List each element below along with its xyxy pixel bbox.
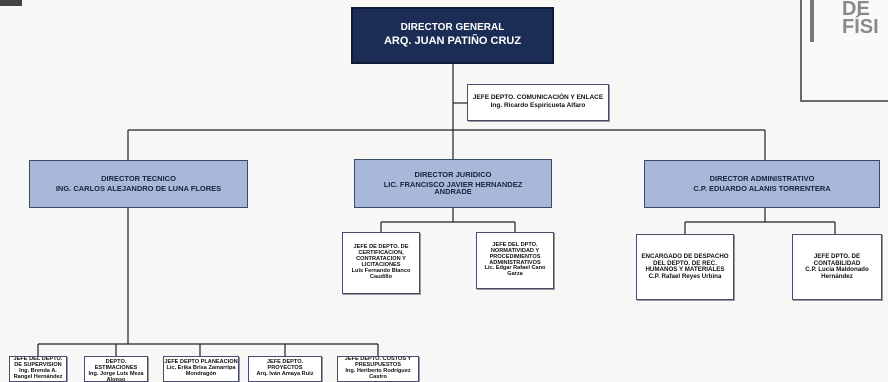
dept-proyectos-name: Arq. Iván Amaya Ruiz bbox=[256, 370, 314, 377]
dept-estimaciones-name: Ing. Jorge Luis Meza Alonso bbox=[88, 370, 144, 382]
director-administrativo-name: C.P. EDUARDO ALANIS TORRENTERA bbox=[693, 184, 831, 193]
dept-normatividad-box[interactable]: JEFE DEL DPTO. NORMATIVIDAD Y PROCEDIMIE… bbox=[476, 232, 554, 289]
dept-supervision-box[interactable]: JEFE DEL DEPTO. DE SUPERVISION Ing. Bren… bbox=[9, 356, 67, 382]
dept-estimaciones-box[interactable]: ENCARGADO DEL DEPTO. ESTIMACIONES Ing. J… bbox=[84, 356, 148, 382]
director-administrativo-box[interactable]: DIRECTOR ADMINISTRATIVO C.P. EDUARDO ALA… bbox=[644, 160, 880, 208]
director-administrativo-title: DIRECTOR ADMINISTRATIVO bbox=[709, 174, 815, 184]
dept-contabilidad-title: JEFE DPTO. DE CONTABILIDAD bbox=[813, 253, 861, 267]
dept-recursos-name: C.P. Rafael Reyes Urbina bbox=[648, 272, 722, 280]
director-tecnico-box[interactable]: DIRECTOR TECNICO ING. CARLOS ALEJANDRO D… bbox=[29, 160, 248, 208]
dept-supervision-name: Ing. Brenda A. Rangel Hernández bbox=[13, 368, 63, 380]
dept-contabilidad-box[interactable]: JEFE DPTO. DE CONTABILIDAD C.P. Lucia Ma… bbox=[792, 234, 882, 300]
director-tecnico-title: DIRECTOR TECNICO bbox=[101, 174, 176, 184]
dept-recursos-title: ENCARGADO DE DESPACHO DEL DEPTO. DE REC.… bbox=[641, 253, 729, 273]
director-juridico-name: LIC. FRANCISCO JAVIER HERNANDEZ ANDRADE bbox=[383, 179, 523, 197]
dept-normatividad-title: JEFE DEL DPTO. NORMATIVIDAD Y PROCEDIMIE… bbox=[489, 241, 541, 266]
dept-proyectos-box[interactable]: JEFE DEPTO. PROYECTOS Arq. Iván Amaya Ru… bbox=[248, 356, 322, 382]
dept-certificacion-name: Luis Fernando Blanco Caudillo bbox=[351, 267, 411, 280]
dept-costos-title: JEFE DEPTO. COSTOS Y PRESUPUESTOS bbox=[344, 356, 412, 369]
connector-lines bbox=[37, 64, 836, 356]
comms-name: Ing. Ricardo Espiricueta Alfaro bbox=[490, 102, 586, 109]
dept-estimaciones-title: ENCARGADO DEL DEPTO. ESTIMACIONES bbox=[91, 356, 141, 372]
dept-planeacion-title: JEFE DEPTO PLANEACION bbox=[164, 359, 238, 366]
dept-normatividad-name: Lic. Edgar Rafael Cano Garza bbox=[484, 265, 546, 278]
comms-box[interactable]: JEFE DEPTO. COMUNICACIÓN Y ENLACE Ing. R… bbox=[467, 84, 609, 121]
director-general-box[interactable]: DIRECTOR GENERAL ARQ. JUAN PATIÑO CRUZ bbox=[351, 7, 554, 64]
dept-certificacion-box[interactable]: JEFE DE DEPTO. DE CERTIFICACION, CONTRAT… bbox=[342, 232, 420, 294]
dept-planeacion-box[interactable]: JEFE DEPTO PLANEACION Lic. Erika Brisa Z… bbox=[163, 356, 239, 382]
director-juridico-title: DIRECTOR JURIDICO bbox=[414, 169, 492, 179]
director-juridico-box[interactable]: DIRECTOR JURIDICO LIC. FRANCISCO JAVIER … bbox=[354, 159, 552, 208]
dept-contabilidad-name: C.P. Lucia Maldonado Hernández bbox=[805, 266, 869, 280]
dept-recursos-box[interactable]: ENCARGADO DE DESPACHO DEL DEPTO. DE REC.… bbox=[636, 234, 734, 300]
dept-certificacion-title: JEFE DE DEPTO. DE CERTIFICACION, CONTRAT… bbox=[353, 244, 409, 268]
stamp-bar bbox=[810, 0, 814, 42]
dept-proyectos-title: JEFE DEPTO. PROYECTOS bbox=[266, 359, 304, 372]
director-general-name: ARQ. JUAN PATIÑO CRUZ bbox=[383, 35, 522, 48]
comms-title: JEFE DEPTO. COMUNICACIÓN Y ENLACE bbox=[472, 94, 604, 102]
dept-supervision-title: JEFE DEL DEPTO. DE SUPERVISION bbox=[13, 356, 63, 369]
director-tecnico-name: ING. CARLOS ALEJANDRO DE LUNA FLORES bbox=[55, 184, 222, 193]
director-general-title: DIRECTOR GENERAL bbox=[400, 21, 505, 33]
dept-costos-box[interactable]: JEFE DEPTO. COSTOS Y PRESUPUESTOS Ing. H… bbox=[337, 356, 419, 382]
corner-mark bbox=[0, 0, 22, 6]
dept-costos-name: Ing. Heriberto Rodríguez Castro bbox=[345, 368, 411, 380]
